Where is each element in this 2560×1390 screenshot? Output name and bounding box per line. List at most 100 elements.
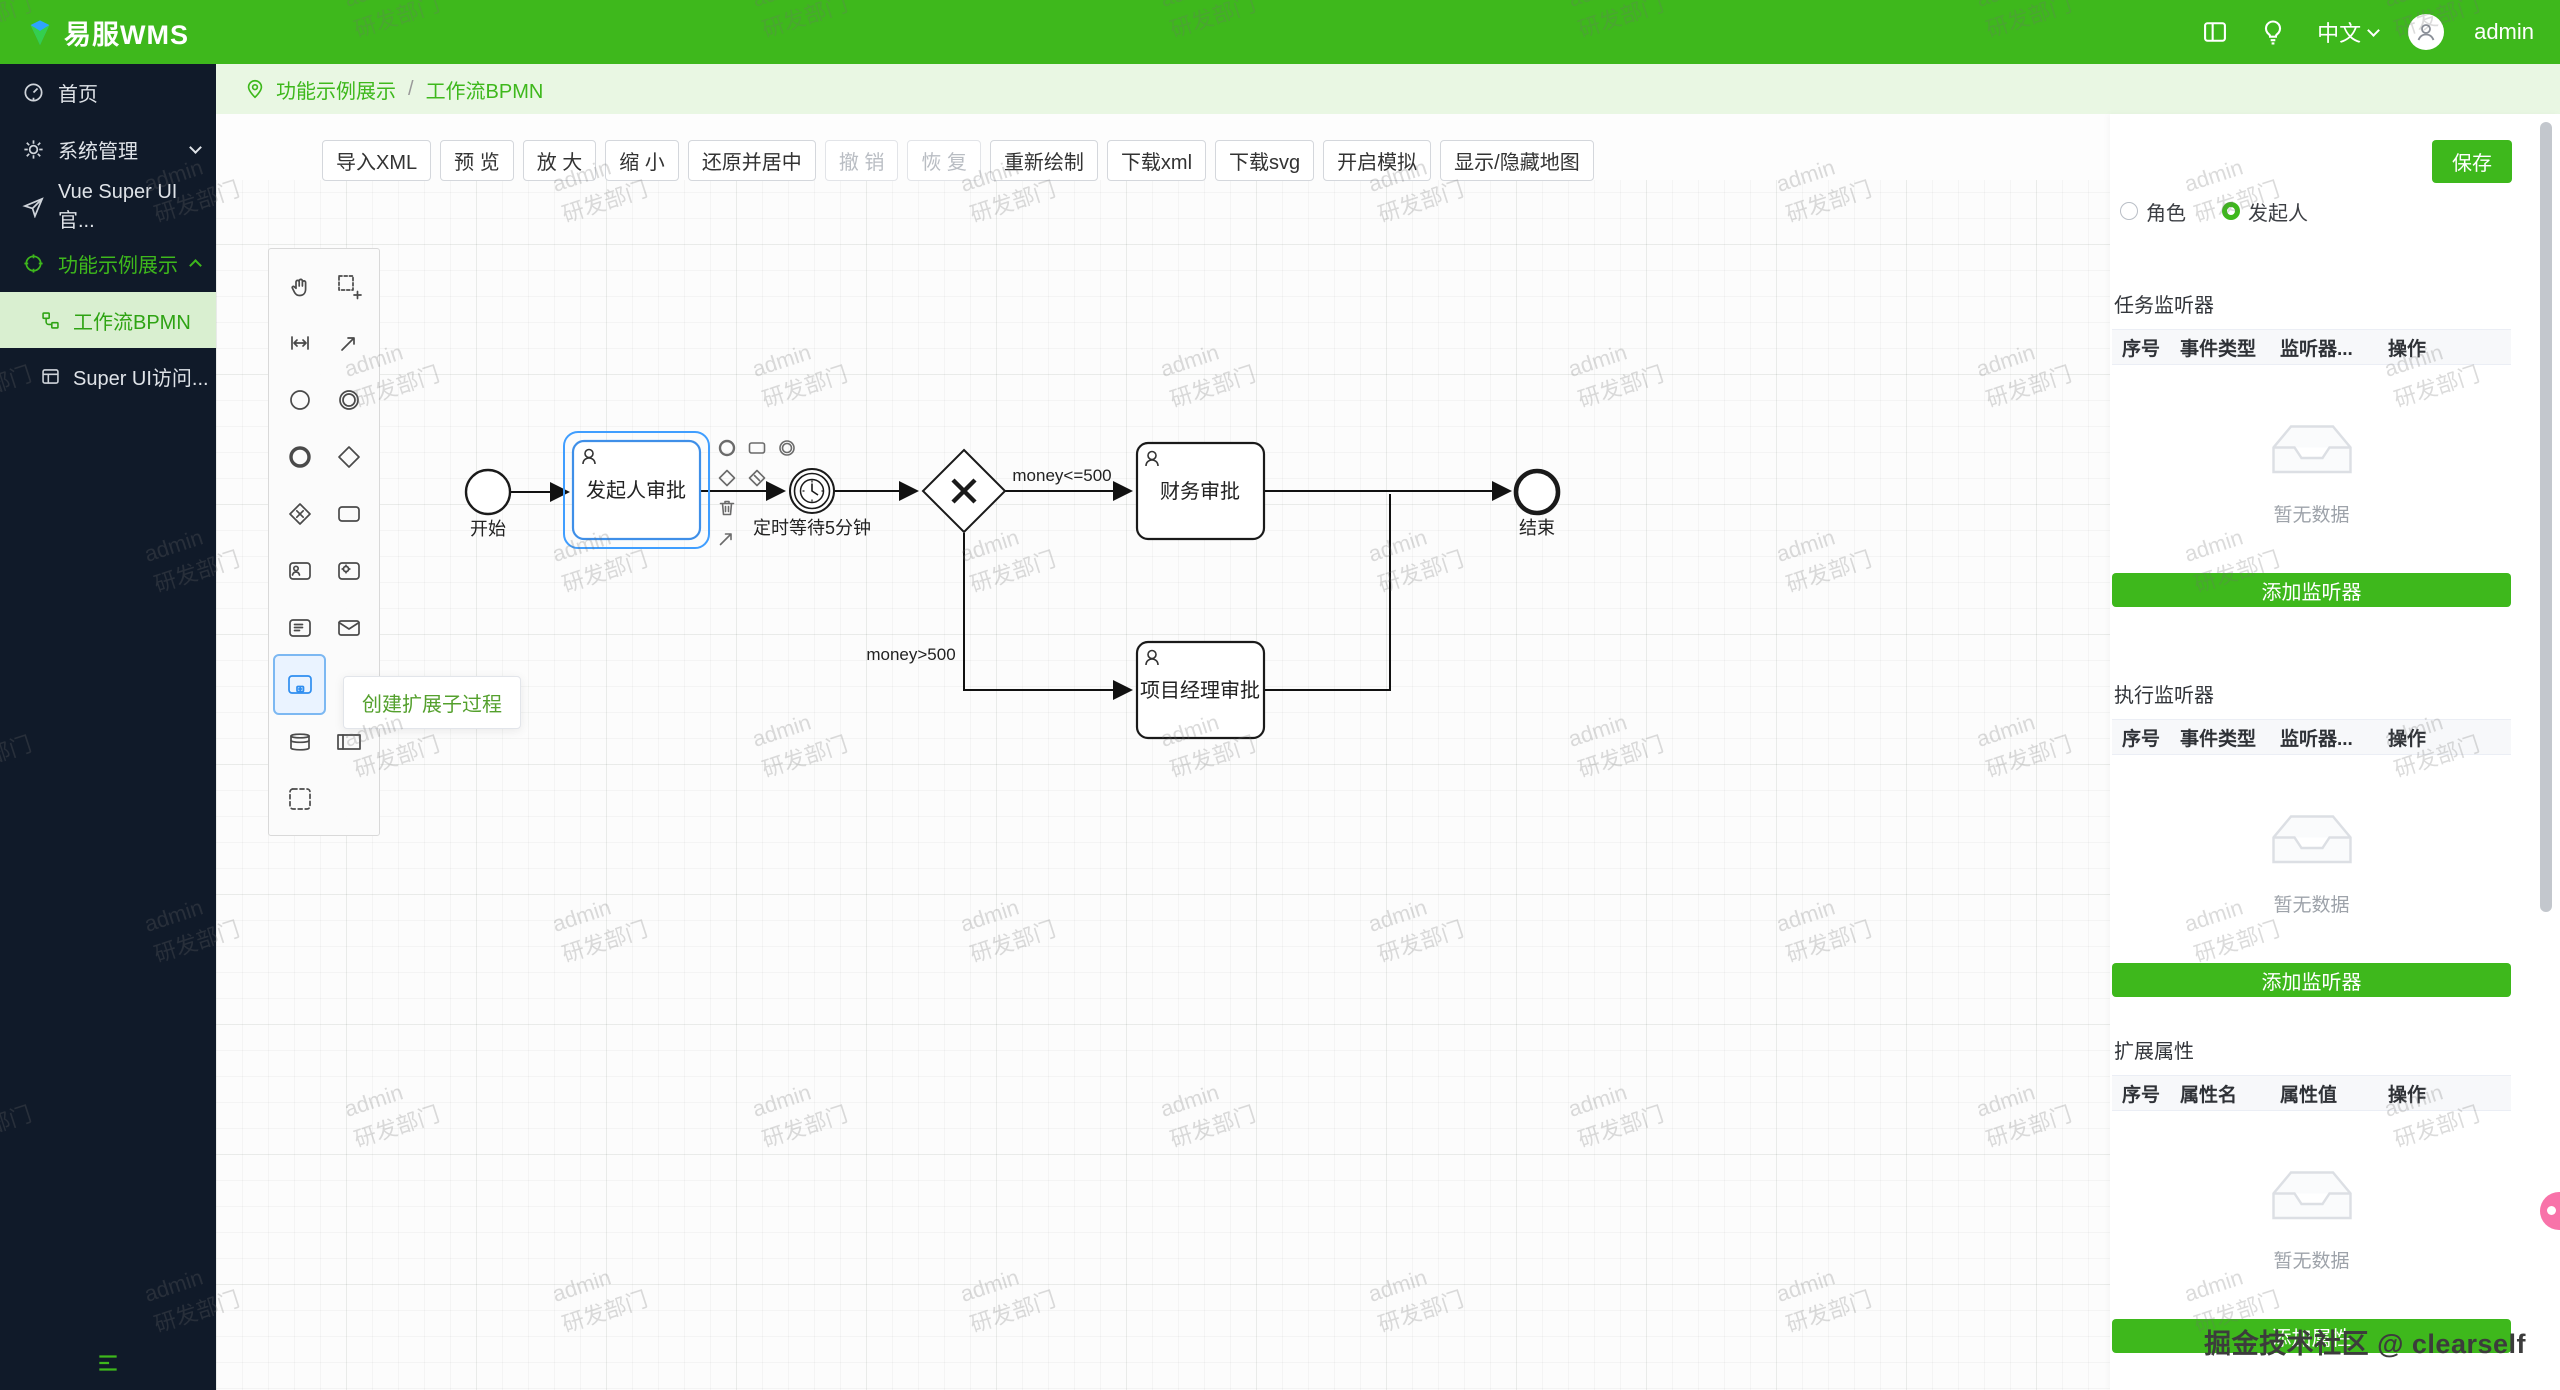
sidebar-item-vue-super-ui[interactable]: Vue Super UI官... [0, 178, 216, 235]
context-append-gateway[interactable] [713, 464, 740, 491]
language-switcher[interactable]: 中文 [2317, 16, 2380, 48]
sidebar-item-label: 工作流BPMN [73, 311, 191, 334]
download-svg-button[interactable]: 下载svg [1215, 140, 1315, 181]
sidebar-item-label: Super UI访问... [73, 367, 209, 390]
palette-space-tool[interactable] [275, 314, 324, 371]
top-bar: 易服WMS 中文 admin [0, 0, 2560, 64]
context-delete[interactable] [713, 494, 740, 521]
lasso-icon [337, 274, 362, 299]
palette-global-connect-tool[interactable] [324, 314, 373, 371]
sidebar-item-system[interactable]: 系统管理 [0, 121, 216, 178]
bpmn-task-manager[interactable]: 项目经理审批 [1135, 640, 1266, 740]
bpmn-toolbar: 导入XML 预 览 放 大 缩 小 还原并居中 撤 销 恢 复 重新绘制 下载x… [322, 140, 1594, 181]
bpmn-exclusive-gateway[interactable] [921, 448, 1007, 534]
empty-label: 暂无数据 [2273, 1250, 2350, 1272]
assignee-radio-group: 角色 发起人 [2112, 197, 2511, 225]
bpmn-task-initiator[interactable]: 发起人审批 [563, 431, 710, 549]
download-xml-button[interactable]: 下载xml [1106, 140, 1207, 181]
context-change-type[interactable] [743, 464, 770, 491]
username[interactable]: admin [2474, 19, 2534, 44]
toggle-minimap-button[interactable]: 显示/隐藏地图 [1440, 140, 1594, 181]
palette-create-exclusive-gateway[interactable] [275, 485, 324, 542]
context-append-task[interactable] [743, 434, 770, 461]
add-task-listener-button[interactable]: 添加监听器 [2112, 573, 2511, 607]
palette-lasso-tool[interactable] [324, 257, 373, 314]
palette-create-participant[interactable] [324, 713, 373, 770]
radio-role[interactable]: 角色 [2120, 197, 2186, 226]
context-append-end-event[interactable] [713, 434, 740, 461]
reset-center-button[interactable]: 还原并居中 [687, 140, 816, 181]
user-icon [2417, 24, 2435, 41]
context-pad-spacer [743, 494, 770, 521]
add-property-button[interactable]: 添加属性 [2112, 1319, 2511, 1353]
sidebar-collapse-button[interactable] [0, 1350, 216, 1376]
palette-create-end-event[interactable] [275, 428, 324, 485]
palette-create-task[interactable] [324, 485, 373, 542]
connect-arrow-icon [719, 532, 732, 545]
radio-initiator[interactable]: 发起人 [2222, 197, 2308, 226]
service-task-icon [337, 561, 360, 580]
import-xml-button[interactable]: 导入XML [322, 140, 432, 181]
sidebar-item-label: Vue Super UI官... [58, 180, 178, 232]
lightbulb-icon[interactable] [2259, 18, 2287, 46]
hand-icon [290, 278, 306, 296]
add-execution-listener-button[interactable]: 添加监听器 [2112, 963, 2511, 997]
avatar[interactable] [2408, 14, 2445, 50]
bpmn-timer-event[interactable]: 定时等待5分钟 [753, 468, 871, 538]
chevron-down-icon [189, 141, 202, 154]
palette-create-gateway[interactable] [324, 428, 373, 485]
header-right: 中文 admin [2201, 14, 2534, 50]
feedback-badge[interactable] [2540, 1192, 2560, 1230]
bpmn-canvas[interactable]: 导入XML 预 览 放 大 缩 小 还原并居中 撤 销 恢 复 重新绘制 下载x… [216, 114, 2110, 1390]
sidebar-item-super-ui-access[interactable]: Super UI访问... [0, 348, 216, 404]
user-task-icon [288, 561, 311, 580]
intermediate-event-icon [338, 389, 359, 410]
palette-create-start-event[interactable] [275, 371, 324, 428]
intermediate-event-icon [778, 439, 795, 456]
empty-box-icon [2271, 814, 2352, 863]
palette-hand-tool[interactable] [275, 257, 324, 314]
start-label: 开始 [470, 519, 506, 539]
palette-create-expanded-subprocess[interactable] [273, 654, 326, 715]
undo-button[interactable]: 撤 销 [824, 140, 899, 181]
col-header: 序号 [2122, 338, 2161, 360]
group-icon [288, 787, 311, 810]
breadcrumb-section[interactable]: 功能示例展示 [276, 80, 396, 103]
palette-create-intermediate-event[interactable] [324, 371, 373, 428]
save-button[interactable]: 保存 [2432, 140, 2512, 183]
board-icon [42, 368, 59, 384]
start-event-icon [289, 389, 310, 410]
simulate-button[interactable]: 开启模拟 [1323, 140, 1432, 181]
preview-button[interactable]: 预 览 [440, 140, 514, 181]
sidebar-item-examples[interactable]: 功能示例展示 [0, 235, 216, 292]
context-append-intermediate-event[interactable] [773, 434, 800, 461]
bpmn-start-event[interactable]: 开始 [464, 468, 512, 539]
empty-state: 暂无数据 [2112, 755, 2511, 963]
sidebar-item-workflow-bpmn[interactable]: 工作流BPMN [0, 292, 216, 348]
flow-manager-to-join[interactable] [1264, 494, 1391, 691]
user-task-icon [582, 448, 596, 465]
bpmn-end-event[interactable]: 结束 [1513, 468, 1561, 538]
palette-create-data-store[interactable] [275, 713, 324, 770]
zoom-in-button[interactable]: 放 大 [522, 140, 597, 181]
radio-circle-icon [2120, 202, 2138, 220]
palette-create-user-task[interactable] [275, 542, 324, 599]
palette-create-service-task[interactable] [324, 542, 373, 599]
palette-create-receive-task[interactable] [324, 599, 373, 656]
palette-create-group[interactable] [275, 770, 324, 827]
zoom-out-button[interactable]: 缩 小 [605, 140, 679, 181]
connect-arrow-icon [340, 336, 355, 351]
flow-gateway-to-manager[interactable] [963, 533, 1133, 700]
timer-label: 定时等待5分钟 [753, 518, 871, 538]
col-header: 事件类型 [2180, 728, 2257, 750]
redraw-button[interactable]: 重新绘制 [989, 140, 1098, 181]
redo-button[interactable]: 恢 复 [907, 140, 981, 181]
vertical-scrollbar-thumb[interactable] [2540, 122, 2552, 912]
chevron-up-icon [189, 259, 202, 272]
sidebar-item-home[interactable]: 首页 [0, 64, 216, 121]
layout-icon[interactable] [2201, 18, 2229, 46]
sidebar-item-label: 系统管理 [58, 141, 138, 163]
bpmn-task-finance[interactable]: 财务审批 [1135, 441, 1266, 541]
palette-create-script-task[interactable] [275, 599, 324, 656]
context-connect[interactable] [713, 524, 740, 551]
